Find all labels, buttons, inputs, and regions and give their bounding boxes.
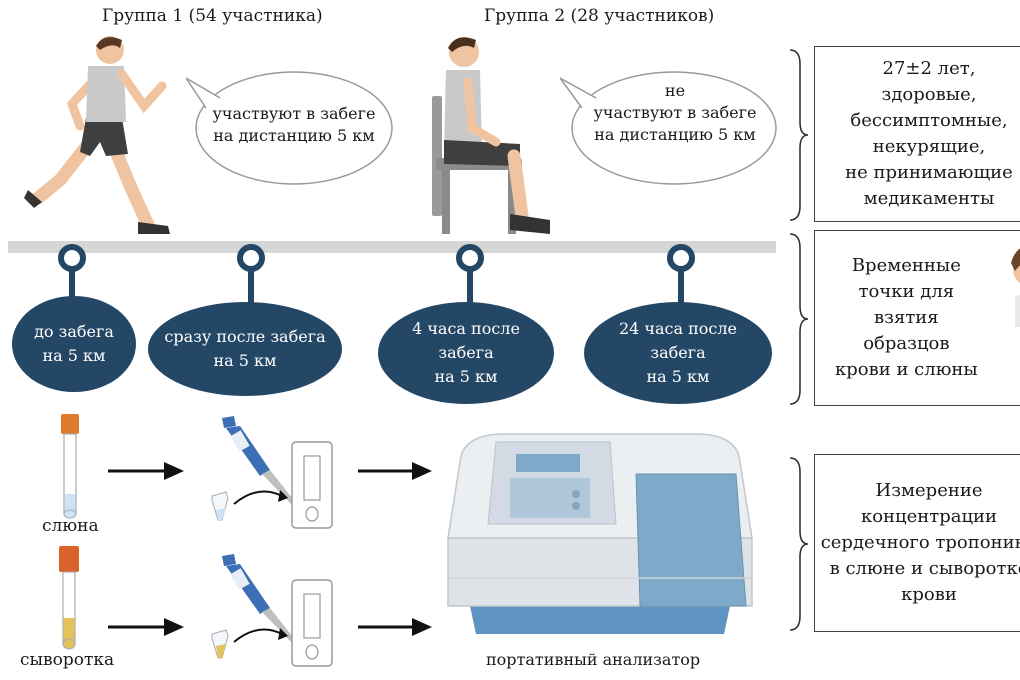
timepoint-pin bbox=[58, 244, 86, 304]
test-cartridge-icon bbox=[291, 441, 333, 529]
timepoint-pin bbox=[456, 244, 484, 304]
measurement-info-box: Измерение концентрации сердечного тропон… bbox=[814, 454, 1020, 632]
participants-info-box: 27±2 лет, здоровые, бессимптомные, некур… bbox=[814, 46, 1020, 222]
arrow-icon bbox=[358, 462, 432, 480]
serum-label: сыворотка bbox=[20, 650, 115, 670]
timepoint-right-after-run: сразу после забега на 5 км bbox=[148, 302, 342, 396]
pipette-icon bbox=[222, 554, 300, 648]
timepoint-before-run: до забега на 5 км bbox=[12, 296, 136, 392]
analyzer-label: портативный анализатор bbox=[486, 650, 701, 669]
serum-tube-icon bbox=[59, 546, 79, 650]
timepoint-label: 24 часа после забега на 5 км bbox=[618, 319, 738, 386]
group1-title: Группа 1 (54 участника) bbox=[102, 6, 323, 26]
arrow-icon bbox=[108, 618, 184, 636]
arrow-icon bbox=[358, 618, 432, 636]
brace-measurement bbox=[789, 457, 809, 631]
timepoint-4h-after-run: 4 часа после забега на 5 км bbox=[378, 302, 554, 404]
person-avatar-icon bbox=[1011, 248, 1020, 327]
analyzer-icon bbox=[447, 433, 753, 634]
timepoints-info-box: Временные точки для взятия образцов кров… bbox=[814, 230, 1020, 406]
timepoints-info-text: Временные точки для взятия образцов кров… bbox=[835, 255, 978, 380]
measurement-info-text: Измерение концентрации сердечного тропон… bbox=[820, 480, 1020, 605]
microtube-icon bbox=[211, 629, 229, 659]
group2-title: Группа 2 (28 участников) bbox=[484, 6, 715, 26]
pipette-cartridge-serum bbox=[211, 554, 333, 667]
saliva-label: слюна bbox=[42, 516, 99, 536]
brace-timepoints bbox=[789, 233, 809, 405]
test-cartridge-icon bbox=[291, 579, 333, 667]
runner-icon bbox=[24, 36, 170, 234]
brace-participants bbox=[789, 49, 809, 221]
timepoint-label: сразу после забега на 5 км bbox=[164, 327, 326, 370]
speech-bubble-group1 bbox=[186, 71, 393, 185]
timepoint-pin bbox=[667, 244, 695, 304]
timepoint-label: до забега на 5 км bbox=[34, 322, 114, 365]
speech-text-group1: участвуют в забеге на дистанцию 5 км bbox=[212, 104, 376, 145]
timepoint-pin bbox=[237, 244, 265, 304]
arrow-icon bbox=[108, 462, 184, 480]
microtube-icon bbox=[211, 491, 229, 521]
participants-info-text: 27±2 лет, здоровые, бессимптомные, некур… bbox=[845, 58, 1013, 209]
timeline-bar bbox=[8, 241, 776, 253]
pipette-icon bbox=[222, 416, 300, 510]
speech-bubble-group2 bbox=[560, 71, 777, 185]
pipette-cartridge-saliva bbox=[211, 416, 333, 529]
speech-text-group2: не участвуют в забеге на дистанцию 5 км bbox=[593, 81, 757, 144]
timepoint-24h-after-run: 24 часа после забега на 5 км bbox=[584, 302, 772, 404]
timepoint-label: 4 часа после забега на 5 км bbox=[412, 319, 520, 386]
saliva-tube-icon bbox=[61, 414, 79, 519]
seated-person-icon bbox=[432, 37, 550, 234]
